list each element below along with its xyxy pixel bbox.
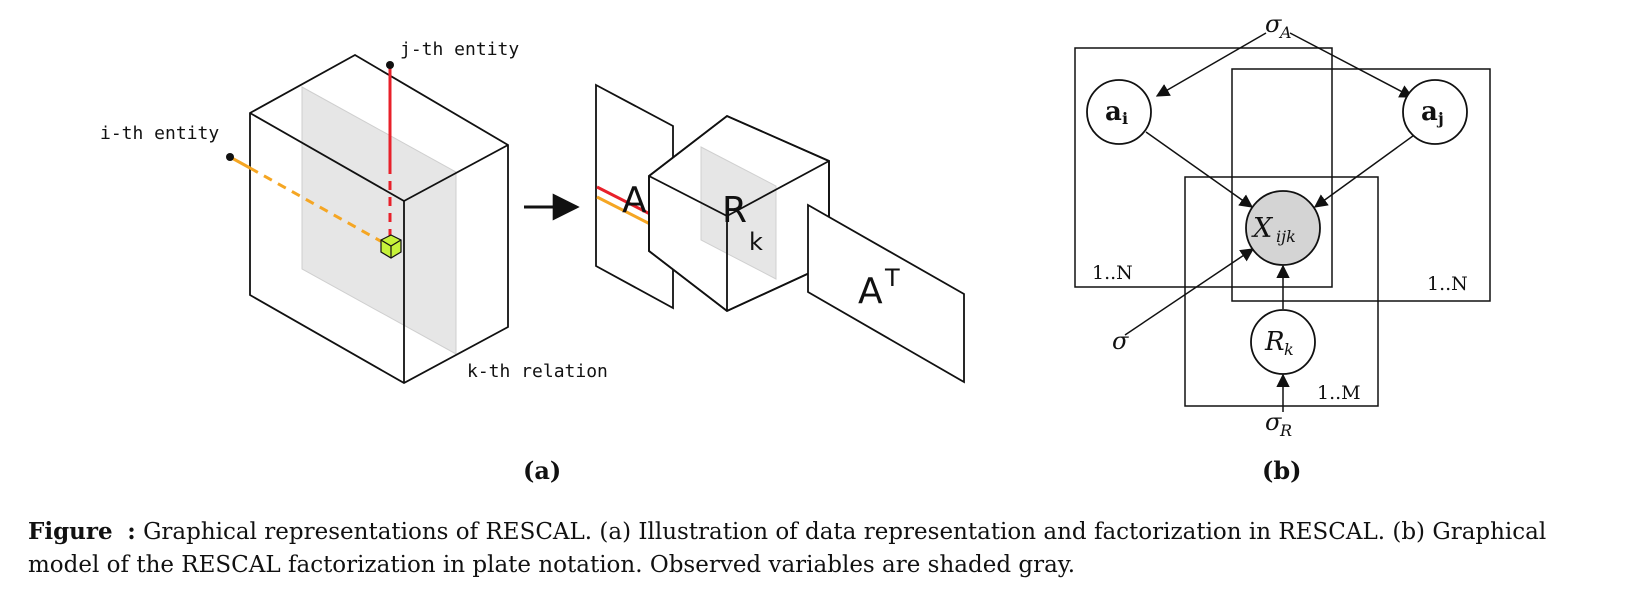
edge-sigmaA-ai	[1155, 32, 1267, 97]
panel-b: 1..N 1..N 1..M a i a j X ijk R k	[1074, 10, 1491, 485]
node-r-k: R k	[1250, 309, 1316, 375]
plate-j	[1231, 68, 1491, 302]
svg-text:a: a	[1421, 97, 1438, 127]
caption-separator: :	[127, 518, 136, 545]
tensor-cube-edge	[249, 112, 405, 202]
svg-text:a: a	[1105, 97, 1122, 127]
figure-caption: Figure : Graphical representations of RE…	[28, 515, 1618, 582]
plate-k-label: 1..M	[1317, 382, 1361, 404]
matrix-A-red-row	[596, 185, 653, 217]
svg-text:σ: σ	[1265, 10, 1282, 38]
plate-i	[1074, 47, 1333, 288]
j-entity-dot	[386, 61, 394, 69]
matrix-A-label: A	[622, 180, 647, 221]
svg-text:ijk: ijk	[1276, 227, 1296, 246]
core-slice	[700, 146, 777, 280]
core-tensor-Rk: R k	[648, 114, 830, 313]
tensor-cell-icon	[380, 234, 402, 259]
caption-text: Graphical representations of RESCAL. (a)…	[28, 519, 1547, 578]
matrix-AT-label: A	[858, 271, 883, 312]
tensor-cube-outline	[249, 53, 509, 385]
j-entity-label: j-th entity	[400, 39, 519, 60]
svg-text:σ: σ	[1112, 327, 1129, 355]
matrix-A-orange-row	[596, 195, 653, 227]
edge-ai-x	[1145, 131, 1254, 208]
tensor-slice	[301, 86, 457, 355]
plate-j-label: 1..N	[1427, 273, 1468, 295]
node-a-i: a i	[1086, 79, 1152, 145]
svg-text:R: R	[1279, 421, 1292, 440]
svg-text:A: A	[1278, 23, 1292, 42]
core-R-subscript: k	[749, 228, 763, 256]
figure-canvas: j-th entity i-th entity k-th relation A	[100, 10, 1491, 485]
svg-text:R: R	[1264, 327, 1285, 357]
core-R-label: R	[722, 190, 747, 231]
matrix-AT: A T	[807, 203, 965, 384]
svg-text:X: X	[1251, 213, 1274, 244]
plate-i-label: 1..N	[1092, 262, 1133, 284]
hyperparam-sigma: σ	[1112, 327, 1129, 355]
edge-sigma-x	[1124, 248, 1255, 336]
tensor-cube	[249, 53, 509, 385]
plate-k	[1184, 176, 1379, 407]
caption-label: Figure	[28, 518, 113, 545]
panel-b-tag: (b)	[1262, 456, 1302, 485]
edge-sigmaA-aj	[1289, 32, 1414, 98]
hyperparam-sigma-R: σ R	[1265, 408, 1292, 440]
k-relation-label: k-th relation	[467, 361, 608, 382]
node-a-j: a j	[1402, 79, 1468, 145]
matrix-AT-superscript: T	[884, 264, 900, 292]
svg-text:j: j	[1436, 109, 1444, 128]
i-entity-label: i-th entity	[100, 123, 219, 144]
svg-text:i: i	[1122, 109, 1128, 128]
tensor-cube-edge	[403, 144, 509, 202]
panel-a: j-th entity i-th entity k-th relation A	[100, 39, 965, 485]
node-x-ijk-observed: X ijk	[1245, 190, 1321, 266]
hyperparam-sigma-A: σ A	[1265, 10, 1292, 42]
panel-a-tag: (a)	[523, 456, 561, 485]
svg-text:k: k	[1284, 340, 1294, 359]
svg-text:σ: σ	[1265, 408, 1282, 436]
edge-aj-x	[1313, 132, 1418, 208]
i-entity-dot	[226, 153, 234, 161]
